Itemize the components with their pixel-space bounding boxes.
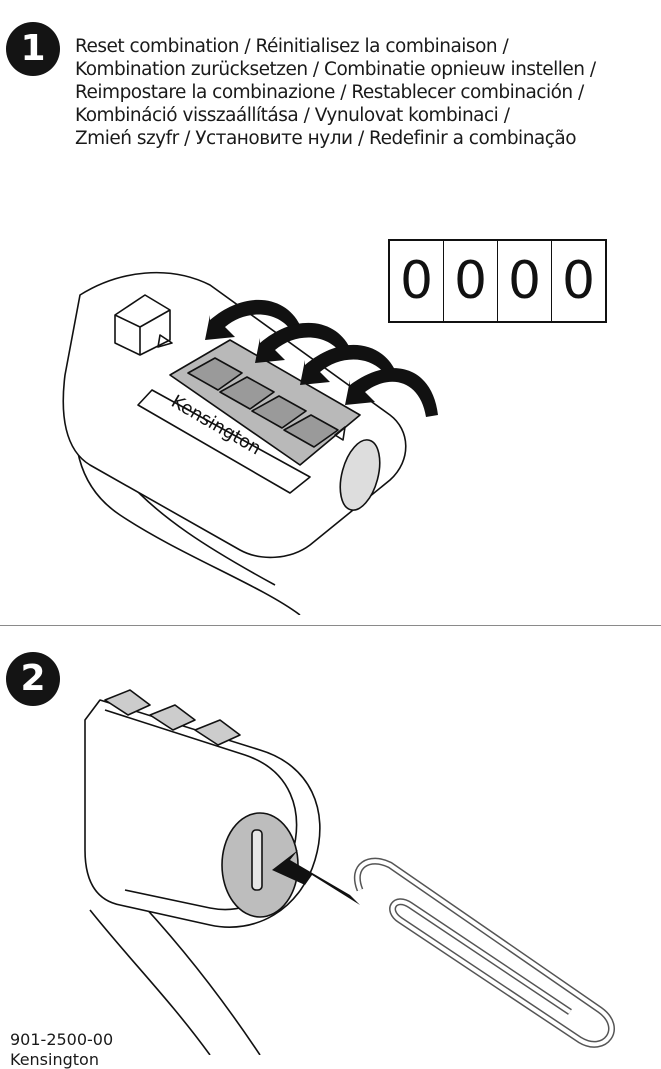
lock-dials-illustration: Kensington [60,255,460,615]
section-divider [0,625,661,626]
reset-instructions: Reset combination / Réinitialisez la com… [75,35,661,150]
instruction-line: Reset combination / Réinitialisez la com… [75,35,661,58]
step-2-badge: 2 [6,652,60,706]
step-1-badge: 1 [6,22,60,76]
reset-button-illustration [60,660,620,1055]
document-brand: Kensington [10,1050,99,1069]
instruction-line: Kombináció visszaállítása / Vynulovat ko… [75,104,661,127]
combination-digit: 0 [498,241,552,321]
instruction-line: Zmień szyfr / Установите нули / Redefini… [75,127,661,150]
instruction-line: Kombination zurücksetzen / Combinatie op… [75,58,661,81]
document-number: 901-2500-00 [10,1030,113,1049]
combination-digit: 0 [552,241,605,321]
instruction-line: Reimpostare la combinazione / Restablece… [75,81,661,104]
